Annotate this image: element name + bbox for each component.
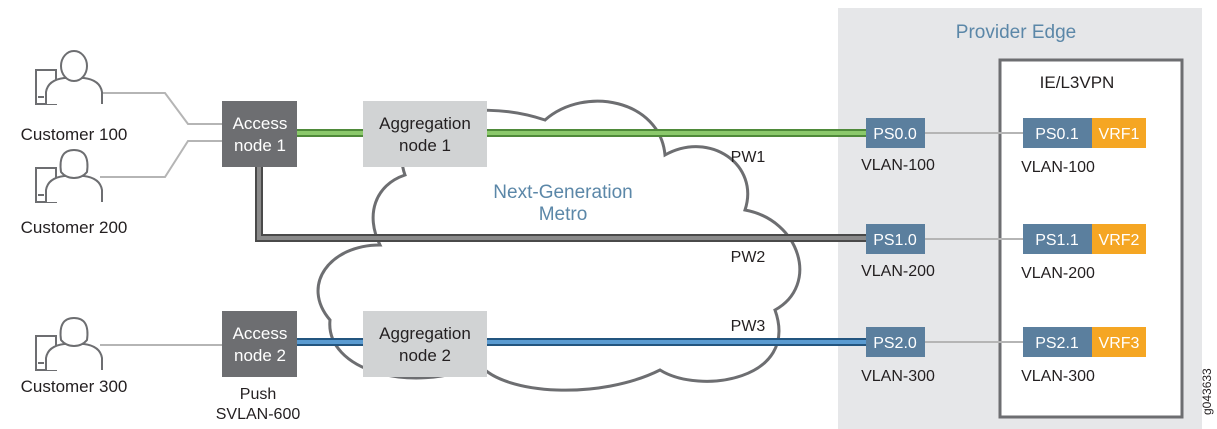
figure-id: g043633 xyxy=(1200,368,1214,415)
vrf1-label: VRF1 xyxy=(1099,126,1140,143)
customer-300-icon xyxy=(35,316,103,371)
pw1-label: PW1 xyxy=(731,149,766,166)
access-node-2-note-line2: SVLAN-600 xyxy=(216,406,301,423)
pw2-label: PW2 xyxy=(731,249,766,266)
vpn-interface-ps2-1-label: PS2.1 xyxy=(1035,335,1079,352)
vpn-interface-ps0-1: PS0.1 VRF1 xyxy=(1023,118,1146,148)
aggregation-node-2: Aggregation node 2 xyxy=(363,311,487,377)
customer-200-link xyxy=(100,140,222,178)
vpn-interface-ps1-1: PS1.1 VRF2 xyxy=(1023,224,1146,254)
pe-interface-ps0-0-label: PS0.0 xyxy=(873,126,917,143)
customer-100-link xyxy=(100,92,222,125)
vpn-interface-ps1-1-vlan: VLAN-200 xyxy=(1021,265,1095,282)
vpn-interface-ps2-1: PS2.1 VRF3 xyxy=(1023,327,1146,357)
pe-interface-ps1-0-vlan: VLAN-200 xyxy=(861,263,935,280)
pw3-label: PW3 xyxy=(731,318,766,335)
customer-200-label: Customer 200 xyxy=(21,218,128,237)
vpn-interface-ps2-1-vlan: VLAN-300 xyxy=(1021,368,1095,385)
pe-interface-ps1-0: PS1.0 xyxy=(866,224,925,254)
l3vpn-title: IE/L3VPN xyxy=(1040,73,1115,92)
vpn-interface-ps1-1-label: PS1.1 xyxy=(1035,232,1079,249)
access-node-2-line2: node 2 xyxy=(234,346,286,365)
access-node-1-line2: node 1 xyxy=(234,136,286,155)
access-node-1: Access node 1 xyxy=(222,101,297,167)
pe-interface-ps2-0-label: PS2.0 xyxy=(873,335,917,352)
access-node-2-line1: Access xyxy=(233,324,288,343)
vpn-interface-ps0-1-label: PS0.1 xyxy=(1035,126,1079,143)
cloud-label-line1: Next-Generation xyxy=(493,182,632,203)
customer-links xyxy=(100,92,222,346)
pe-interface-ps2-0: PS2.0 xyxy=(866,327,925,357)
pe-interface-ps0-0: PS0.0 xyxy=(866,118,925,148)
aggregation-node-1-line2: node 1 xyxy=(399,136,451,155)
pseudowire-pw2 xyxy=(255,167,866,242)
access-node-1-line1: Access xyxy=(233,114,288,133)
pe-interface-ps0-0-vlan: VLAN-100 xyxy=(861,157,935,174)
customer-100-label: Customer 100 xyxy=(21,125,128,144)
vpn-interface-ps0-1-vlan: VLAN-100 xyxy=(1021,159,1095,176)
vrf2-label: VRF2 xyxy=(1099,232,1140,249)
cloud-label-line2: Metro xyxy=(539,204,588,225)
access-node-2-note-line1: Push xyxy=(240,386,276,403)
customer-100-icon xyxy=(35,50,103,105)
aggregation-node-1: Aggregation node 1 xyxy=(363,101,487,167)
vrf3-label: VRF3 xyxy=(1099,335,1140,352)
pe-interface-ps1-0-label: PS1.0 xyxy=(873,232,917,249)
aggregation-node-1-line1: Aggregation xyxy=(379,114,471,133)
access-node-2: Access node 2 xyxy=(222,311,297,377)
aggregation-node-2-line1: Aggregation xyxy=(379,324,471,343)
pe-interface-ps2-0-vlan: VLAN-300 xyxy=(861,368,935,385)
pe-vpn-links xyxy=(925,132,1023,343)
customer-300-label: Customer 300 xyxy=(21,377,128,396)
aggregation-node-2-line2: node 2 xyxy=(399,346,451,365)
customer-200-icon xyxy=(35,148,103,203)
provider-edge-title: Provider Edge xyxy=(956,22,1076,43)
